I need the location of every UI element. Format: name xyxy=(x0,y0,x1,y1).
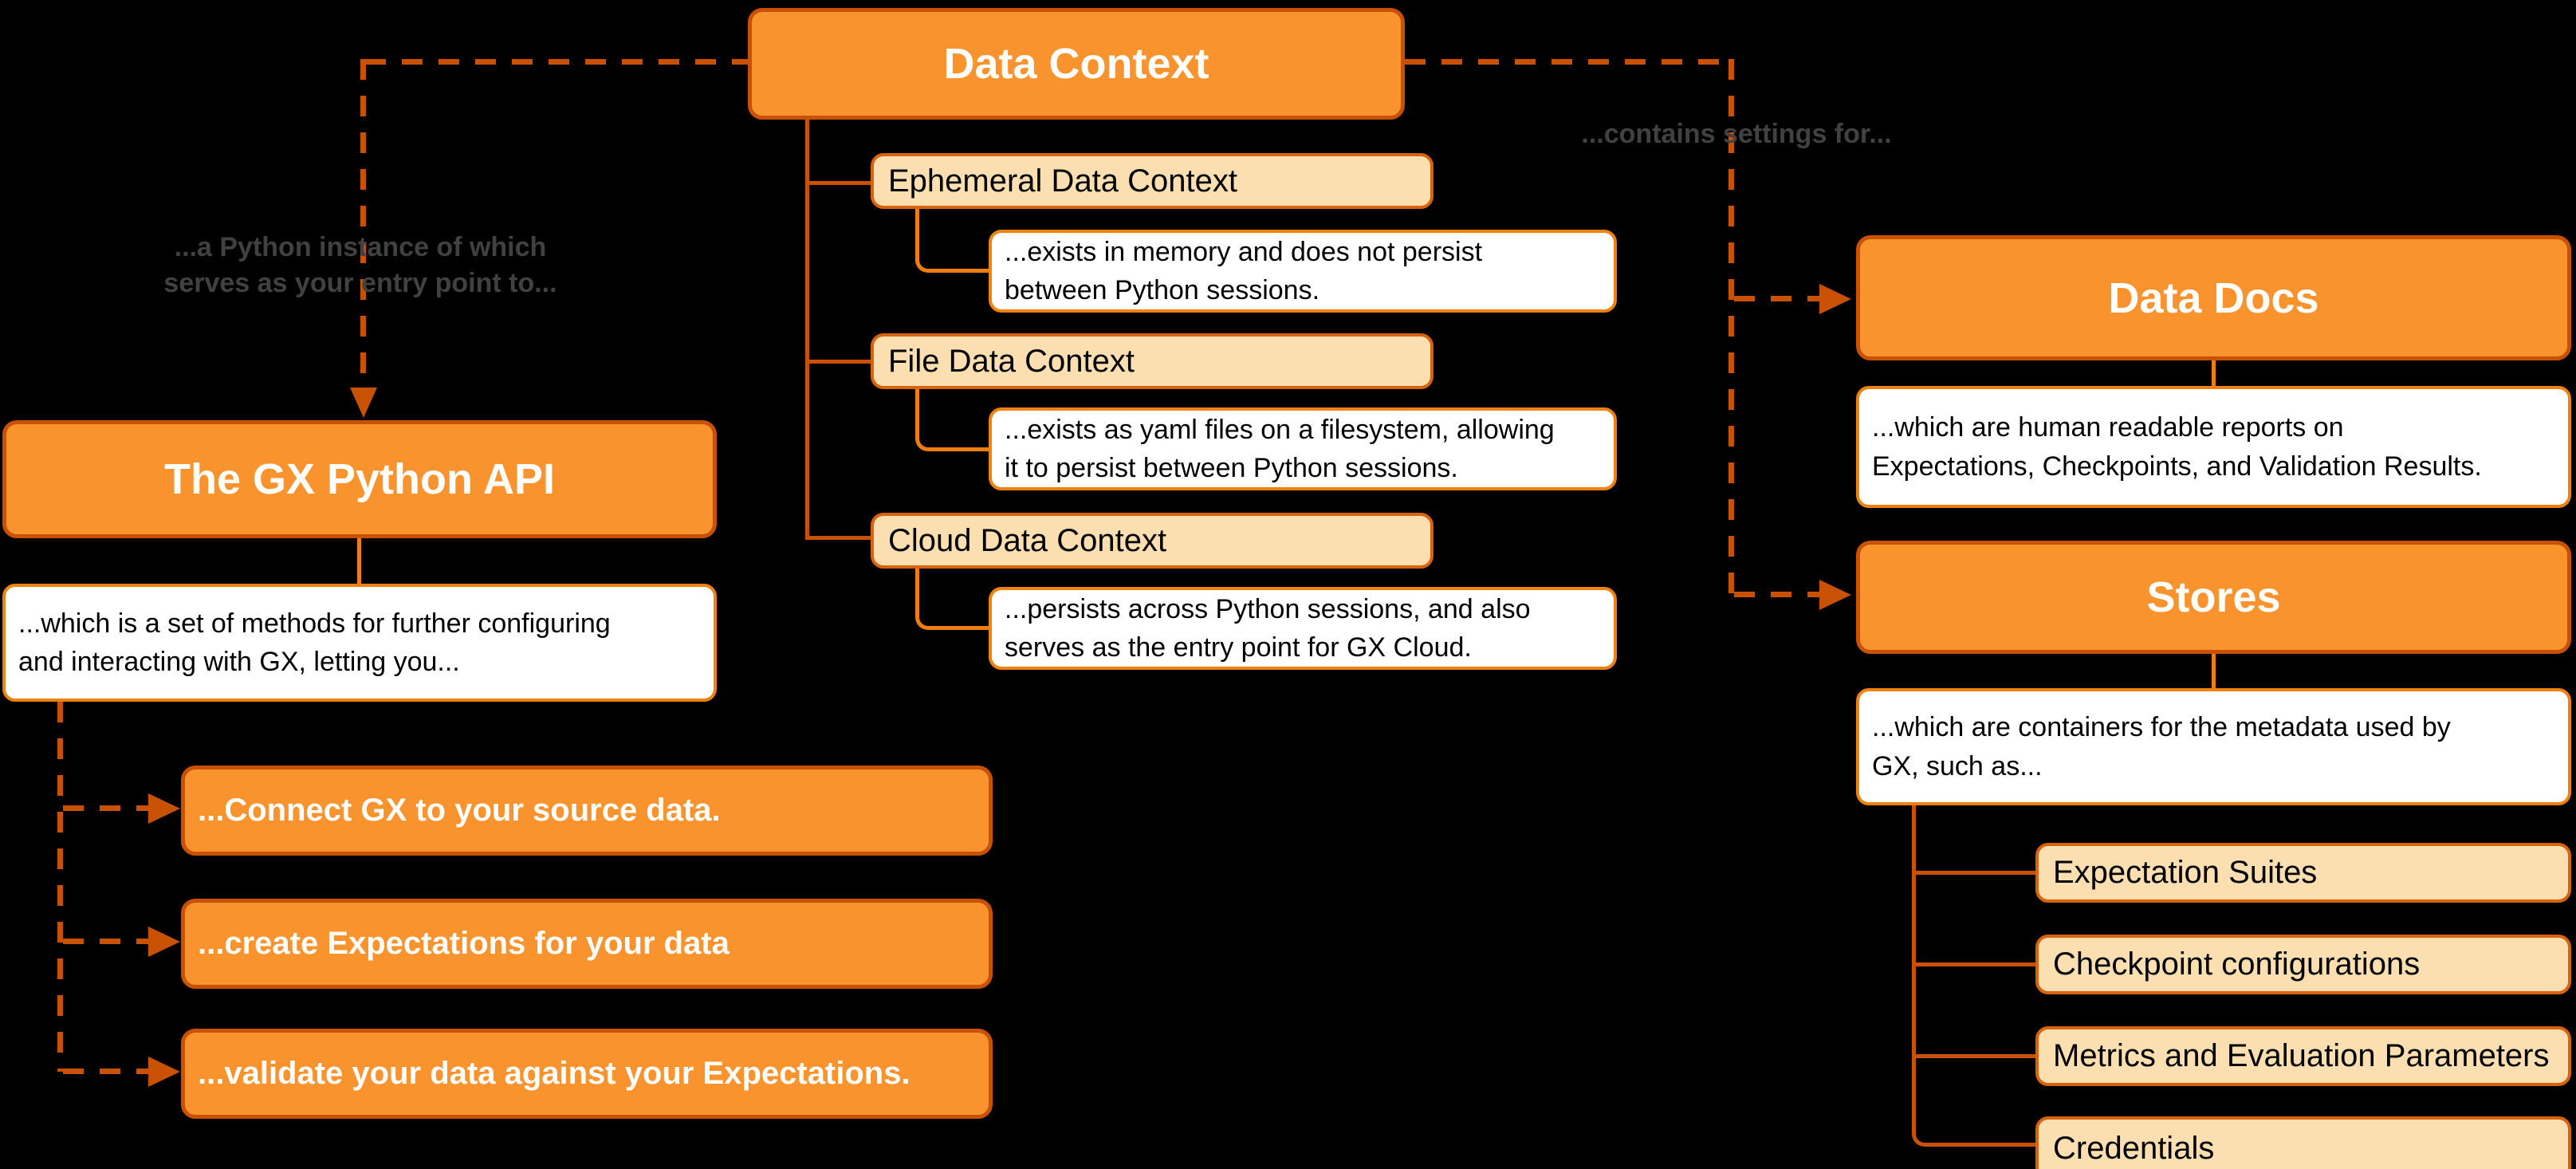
arrowhead-action-2 xyxy=(148,927,180,957)
cloud-note-elbow xyxy=(915,569,989,630)
action-create-label: ...create Expectations for your data xyxy=(198,926,730,961)
gx-python-api-title: The GX Python API xyxy=(163,455,556,503)
dashed-connector-to-gx-horizontal xyxy=(365,59,748,65)
branch-ephemeral-line xyxy=(805,181,871,185)
file-context-note: ...exists as yaml files on a filesystem,… xyxy=(989,407,1617,490)
action-validate-label: ...validate your data against your Expec… xyxy=(198,1056,910,1091)
data-context-title: Data Context xyxy=(943,40,1209,88)
action-connect-label: ...Connect GX to your source data. xyxy=(198,793,721,828)
file-note-text: ...exists as yaml files on a filesystem,… xyxy=(1005,414,1555,483)
edge-label-contains-settings: ...contains settings for... xyxy=(1581,119,1892,149)
store-branch-1 xyxy=(1916,871,2035,875)
stores-node: Stores xyxy=(1856,541,2571,654)
data-context-node: Data Context xyxy=(748,8,1405,120)
store-branch-2 xyxy=(1916,962,2035,966)
arrowhead-datadocs xyxy=(1819,284,1851,314)
branch-file-line xyxy=(805,360,871,364)
arrowhead-action-1 xyxy=(148,793,180,824)
arrowhead-action-3 xyxy=(148,1057,180,1087)
data-docs-note: ...which are human readable reports on E… xyxy=(1856,386,2571,508)
ephemeral-context-note: ...exists in memory and does not persist… xyxy=(989,230,1617,313)
action-validate-node: ...validate your data against your Expec… xyxy=(181,1029,993,1119)
dashed-actions-vertical xyxy=(57,702,63,1072)
context-trunk-line xyxy=(805,120,809,540)
store-item-credentials: Credentials xyxy=(2035,1116,2571,1169)
store-item-expectation-suites: Expectation Suites xyxy=(2035,843,2571,903)
stores-trunk-line xyxy=(1912,805,1916,1128)
store-branch-3 xyxy=(1916,1054,2035,1058)
action-create-node: ...create Expectations for your data xyxy=(181,899,993,989)
dashed-action-branch-2 xyxy=(63,939,149,944)
store-item-label: Checkpoint configurations xyxy=(2053,947,2421,982)
ephemeral-context-title: Ephemeral Data Context xyxy=(888,163,1238,199)
store-item-label: Expectation Suites xyxy=(2053,855,2318,890)
gx-python-api-node: The GX Python API xyxy=(2,420,717,538)
gx-api-note-text: ...which is a set of methods for further… xyxy=(18,608,611,677)
data-docs-node: Data Docs xyxy=(1856,235,2571,360)
stores-trunk-corner xyxy=(1912,1128,2037,1147)
branch-cloud-line xyxy=(805,536,871,540)
gx-api-note: ...which is a set of methods for further… xyxy=(2,584,717,702)
dashed-action-branch-1 xyxy=(63,805,149,811)
dashed-connector-to-gx-vertical xyxy=(360,59,366,388)
data-docs-title: Data Docs xyxy=(2108,274,2319,322)
store-item-label: Metrics and Evaluation Parameters xyxy=(2053,1038,2550,1073)
edge-label-python-instance: ...a Python instance of which serves as … xyxy=(163,232,557,298)
stores-title: Stores xyxy=(2146,573,2281,621)
dashed-settings-horizontal xyxy=(1405,59,1732,65)
dashed-stores-branch xyxy=(1734,592,1820,597)
action-connect-node: ...Connect GX to your source data. xyxy=(181,766,993,856)
file-note-elbow xyxy=(915,389,989,451)
cloud-context-node: Cloud Data Context xyxy=(871,513,1434,569)
ephemeral-note-text: ...exists in memory and does not persist… xyxy=(1005,236,1483,305)
dashed-action-branch-3 xyxy=(63,1069,149,1074)
data-docs-note-stub xyxy=(2212,360,2216,386)
file-context-node: File Data Context xyxy=(871,333,1434,389)
file-context-title: File Data Context xyxy=(888,343,1135,379)
dashed-datadocs-branch xyxy=(1734,296,1820,301)
stores-note-text: ...which are containers for the metadata… xyxy=(1872,712,2451,781)
gx-note-stub-line xyxy=(357,538,361,584)
data-docs-note-text: ...which are human readable reports on E… xyxy=(1872,412,2482,482)
store-item-metrics-evaluation-parameters: Metrics and Evaluation Parameters xyxy=(2035,1026,2571,1086)
stores-note-stub xyxy=(2212,654,2216,688)
ephemeral-note-elbow xyxy=(915,209,989,273)
arrowhead-stores xyxy=(1819,580,1851,610)
store-item-checkpoint-configurations: Checkpoint configurations xyxy=(2035,935,2571,994)
stores-note: ...which are containers for the metadata… xyxy=(1856,688,2571,805)
ephemeral-context-node: Ephemeral Data Context xyxy=(871,153,1434,209)
dashed-settings-vertical xyxy=(1728,59,1734,595)
store-item-label: Credentials xyxy=(2053,1130,2215,1166)
arrowhead-to-gx-api xyxy=(350,388,377,418)
cloud-context-title: Cloud Data Context xyxy=(888,522,1167,558)
cloud-context-note: ...persists across Python sessions, and … xyxy=(989,587,1617,670)
cloud-note-text: ...persists across Python sessions, and … xyxy=(1005,593,1531,663)
